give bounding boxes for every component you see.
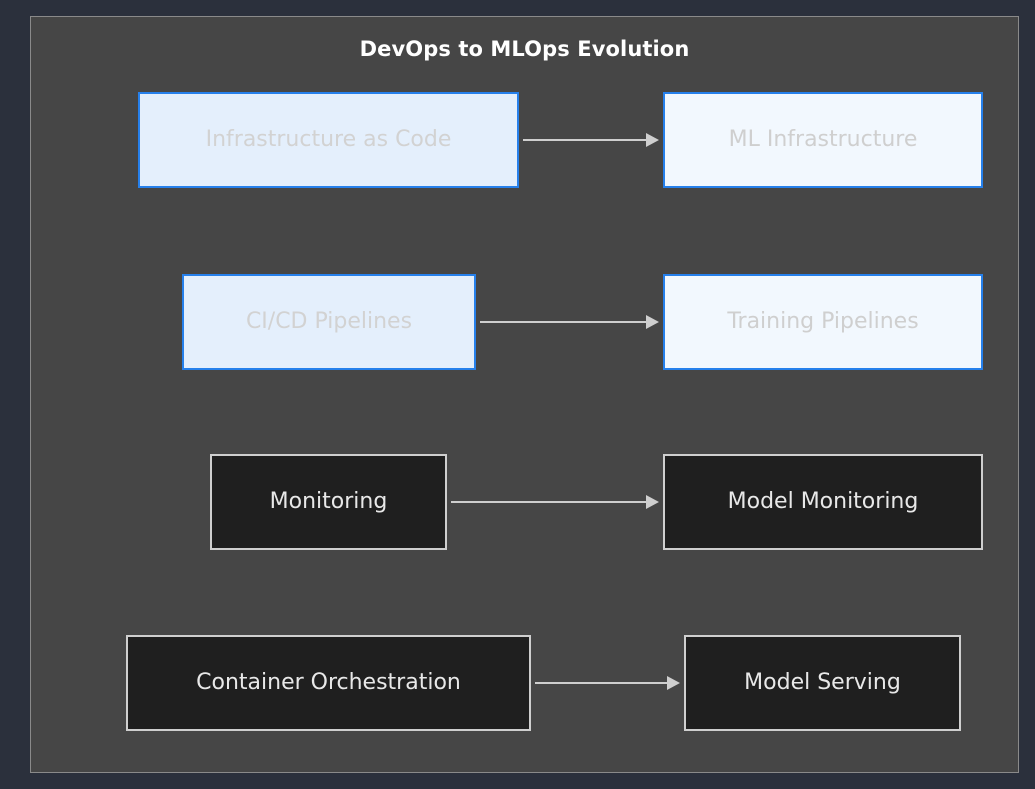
diagram-node[interactable]: ML Infrastructure [663,92,983,188]
arrow-shaft [480,321,646,323]
flow-arrow-icon [451,495,659,509]
diagram-node[interactable]: Model Monitoring [663,454,983,550]
diagram-node[interactable]: CI/CD Pipelines [182,274,476,370]
arrow-head [646,133,659,147]
arrow-head [646,315,659,329]
arrow-shaft [451,501,646,503]
arrow-shaft [535,682,667,684]
diagram-title: DevOps to MLOps Evolution [359,37,690,61]
diagram-node[interactable]: Infrastructure as Code [138,92,519,188]
arrow-shaft [523,139,646,141]
diagram-panel: DevOps to MLOps Evolution Infrastructure… [30,16,1019,773]
diagram-node[interactable]: Monitoring [210,454,447,550]
diagram-node[interactable]: Model Serving [684,635,961,731]
arrow-head [646,495,659,509]
arrow-head [667,676,680,690]
diagram-node[interactable]: Training Pipelines [663,274,983,370]
flow-arrow-icon [523,133,659,147]
flow-arrow-icon [480,315,659,329]
flow-arrow-icon [535,676,680,690]
diagram-node[interactable]: Container Orchestration [126,635,531,731]
